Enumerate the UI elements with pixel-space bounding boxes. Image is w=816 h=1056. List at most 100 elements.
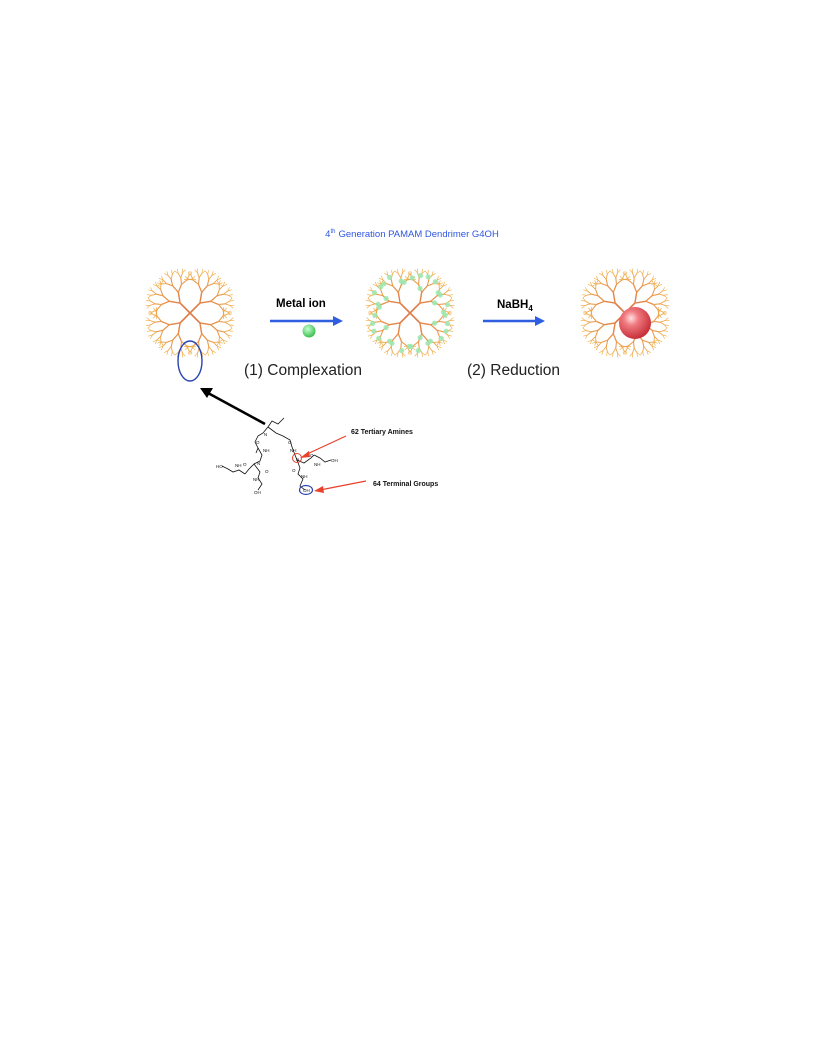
dendrimer-branch <box>590 309 593 316</box>
chem-label-nh6: NH <box>301 474 308 479</box>
dendrimer-branch <box>149 320 156 323</box>
dendrimer-branch <box>447 334 450 339</box>
terminal-groups-label: 64 Terminal Groups <box>373 481 438 488</box>
metal-ion-dot <box>432 279 438 285</box>
metal-ion-dot <box>425 340 431 346</box>
dendrimer-branch <box>228 330 233 332</box>
dendrimer-branch <box>391 270 393 275</box>
chem-label-o1: O <box>256 440 260 445</box>
dendrimer-branch <box>662 311 666 316</box>
dendrimer-branch <box>586 290 592 295</box>
dendrimer-branch <box>211 273 216 276</box>
dendrimer-branch <box>378 277 384 281</box>
chemical-labels: O O NH NH N N N O NH HO O NH OH O NH OH … <box>216 432 338 495</box>
dendrimer-branch <box>609 352 614 356</box>
dendrimer-branch <box>367 330 372 332</box>
dendrimer-branch <box>227 287 230 292</box>
dendrimer-branch <box>584 320 591 323</box>
dendrimer-branch <box>367 324 371 329</box>
dendrimer-branch <box>211 350 216 353</box>
dendrimer-branch <box>427 346 430 353</box>
dendrimer-branch <box>147 294 152 298</box>
dendrimer-branch <box>597 295 605 302</box>
dendrimer-branch <box>165 283 174 287</box>
dendrimer-branch <box>449 324 454 326</box>
metal-ion-dot <box>371 290 377 296</box>
step2-reagent-main: NaBH <box>497 299 528 311</box>
chemical-structure <box>221 417 332 491</box>
dendrimer-branch <box>442 339 448 342</box>
dendrimer-branch <box>449 297 453 302</box>
metal-ion-dot <box>387 274 393 280</box>
dendrimer-branch <box>388 300 401 304</box>
dendrimer-branch <box>154 339 158 345</box>
dendrimer-branch <box>593 277 599 281</box>
dendrimer-branch <box>172 285 179 293</box>
dendrimer-branch <box>658 290 664 295</box>
metal-ion-dots <box>370 273 451 354</box>
dendrimer-branch <box>397 269 399 274</box>
dendrimer-branch <box>174 270 179 274</box>
dendrimer-branch <box>651 293 660 297</box>
dendrimer-branch <box>606 351 610 356</box>
dendrimer-branch <box>201 285 208 293</box>
dendrimer-branch <box>180 279 188 285</box>
dendrimer-branch <box>386 271 389 276</box>
dendrimer-branch <box>162 279 167 285</box>
dendrimer-branch <box>618 278 624 280</box>
dendrimer-branch <box>216 329 225 333</box>
dendrimer-branch <box>636 285 643 293</box>
dendrimer-branch <box>222 281 226 287</box>
dendrimer-branch <box>177 291 181 304</box>
dendrimer-branch <box>448 328 453 332</box>
dendrimer-branch <box>585 334 588 339</box>
dendrimer-branch <box>375 293 384 297</box>
dendrimer-branch <box>612 272 617 279</box>
metal-ion-dot <box>401 279 407 285</box>
dendrimer-branch <box>438 320 446 323</box>
dendrimer-branch <box>603 322 616 326</box>
dendrimer-branch <box>207 273 210 280</box>
dendrimer-branch <box>657 309 663 313</box>
dendrimer-branch <box>376 315 382 323</box>
dendrimer-branch <box>170 273 173 280</box>
dendrimer-branch <box>206 278 210 287</box>
dendrimer-branch <box>150 334 153 339</box>
dendrimer-branch <box>617 352 621 357</box>
dendrimer-branch <box>227 311 231 316</box>
dendrimer-branch <box>421 285 428 293</box>
dendrimer-branch <box>622 272 627 276</box>
dendrimer-branch <box>366 324 371 326</box>
dendrimer-branch <box>189 302 201 314</box>
dendrimer-branch <box>150 330 157 333</box>
dendrimer-branch <box>409 302 421 314</box>
chem-label-ho: HO <box>216 464 223 469</box>
dendrimer-branch <box>431 271 434 276</box>
dendrimer-branch <box>229 324 233 329</box>
dendrimer-branch <box>370 334 373 339</box>
dendrimer-branch <box>664 297 668 302</box>
dendrimer-branch <box>197 333 203 343</box>
dendrimer-branch <box>216 345 219 351</box>
dendrimer-branch <box>201 269 203 274</box>
dendrimer-branch <box>379 341 382 346</box>
title-superscript: th <box>330 229 335 235</box>
dendrimer-branch <box>658 314 660 320</box>
dendrimer-branch <box>372 339 378 342</box>
dendrimer-branch <box>180 272 183 279</box>
dendrimer-branch <box>646 350 649 355</box>
dendrimer-branch <box>179 302 191 314</box>
dendrimer-branch <box>159 341 162 346</box>
terminal-group-highlight <box>298 484 314 496</box>
metal-ion-dot <box>409 275 415 281</box>
dendrimer-branch <box>227 310 231 315</box>
dendrimer-branch <box>634 300 647 304</box>
dendrimer-branch <box>211 271 214 276</box>
metal-ion-dot <box>399 348 405 354</box>
step2-arrow <box>483 316 545 326</box>
chem-label-o5: O <box>310 453 314 458</box>
dendrimer-branch <box>210 295 218 302</box>
dendrimer-branch <box>201 352 206 356</box>
dendrimer-branch <box>378 345 384 349</box>
